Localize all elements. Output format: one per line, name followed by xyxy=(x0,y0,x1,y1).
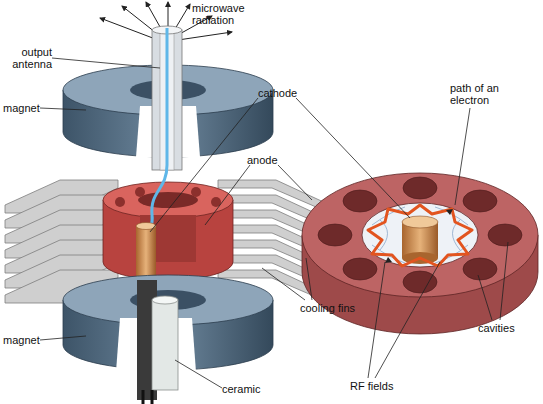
part-label: microwave radiation xyxy=(192,2,254,26)
output-antenna xyxy=(149,26,182,238)
part-label: cavities xyxy=(478,322,515,334)
cavity-holes xyxy=(318,177,522,293)
anode-body xyxy=(103,182,233,280)
electron-path xyxy=(368,205,472,266)
part-label: cathode xyxy=(258,87,297,99)
part-label: magnet xyxy=(3,102,40,114)
part-label: magnet xyxy=(3,334,40,346)
leader-lines xyxy=(40,58,508,388)
part-label: RF fields xyxy=(350,380,393,392)
part-label: anode xyxy=(247,154,278,166)
electron-arrows xyxy=(385,209,453,263)
part-label: path of an electron xyxy=(450,82,522,106)
part-label: cooling fins xyxy=(300,302,355,314)
part-label: ceramic xyxy=(222,383,261,395)
part-label: output antenna xyxy=(2,46,52,70)
ceramic-insulator xyxy=(137,280,178,404)
